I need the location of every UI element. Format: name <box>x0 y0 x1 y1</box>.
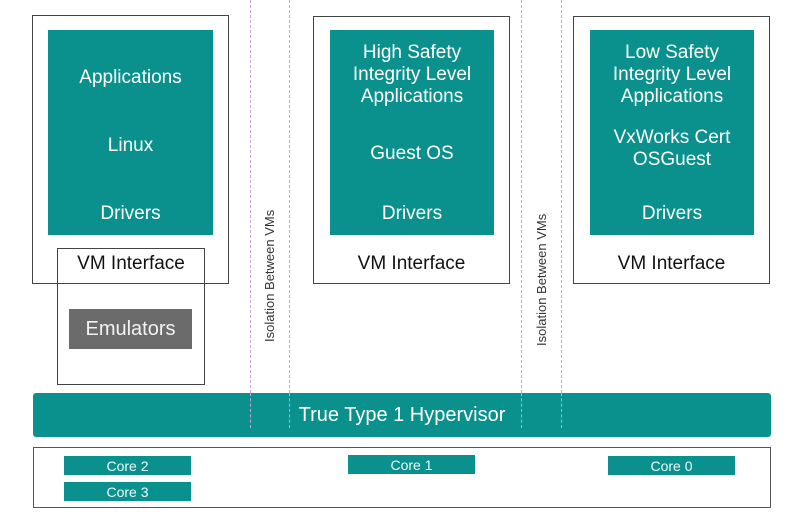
line: Low Safety <box>625 42 719 63</box>
vm-linux-interface-emulator-box <box>57 248 205 385</box>
layer-drivers: Drivers <box>100 203 161 224</box>
line: VxWorks Cert <box>613 127 731 148</box>
layer-applications: Applications <box>79 67 182 88</box>
isolation-divider-overlay <box>250 393 251 428</box>
isolation-divider-2-right <box>561 0 562 428</box>
isolation-label-1: Isolation Between VMs <box>262 209 277 342</box>
vm-linux-guest-stack: Applications Linux Drivers <box>48 30 213 235</box>
vm-high-sil-interface-label: VM Interface <box>357 253 466 274</box>
isolation-divider-1-left <box>250 0 251 428</box>
isolation-divider-2-left <box>521 0 522 428</box>
line: OSGuest <box>632 149 712 170</box>
line: Applications <box>620 86 724 107</box>
layer-drivers: Drivers <box>381 203 443 224</box>
line: Integrity Level <box>352 64 472 85</box>
core-0: Core 0 <box>608 456 735 475</box>
isolation-divider-1-right <box>289 0 290 428</box>
hypervisor-bar: True Type 1 Hypervisor <box>33 393 771 437</box>
layer-linux: Linux <box>107 135 154 156</box>
vm-low-sil-interface-label: VM Interface <box>617 253 726 274</box>
isolation-divider-overlay <box>561 393 562 428</box>
line: Applications <box>360 86 464 107</box>
emulators-block: Emulators <box>69 309 192 349</box>
layer-low-sil-applications: Low Safety Integrity Level Applications <box>590 42 754 108</box>
layer-guest-os: Guest OS <box>370 143 454 164</box>
core-3: Core 3 <box>64 482 191 501</box>
layer-vxworks-cert-guest-os: VxWorks Cert OSGuest <box>590 127 754 171</box>
hypervisor-label: True Type 1 Hypervisor <box>298 403 506 426</box>
vm-low-sil-guest-stack: Low Safety Integrity Level Applications … <box>590 30 754 235</box>
isolation-label-2: Isolation Between VMs <box>534 213 549 346</box>
line: High Safety <box>362 42 462 63</box>
vm-linux-interface-label: VM Interface <box>77 253 185 274</box>
layer-drivers: Drivers <box>641 203 703 224</box>
isolation-divider-overlay <box>289 393 290 428</box>
core-1: Core 1 <box>348 455 475 474</box>
layer-high-sil-applications: High Safety Integrity Level Applications <box>330 42 494 108</box>
line: Integrity Level <box>612 64 732 85</box>
vm-high-sil-guest-stack: High Safety Integrity Level Applications… <box>330 30 494 235</box>
isolation-divider-overlay <box>521 393 522 428</box>
core-2: Core 2 <box>64 456 191 475</box>
